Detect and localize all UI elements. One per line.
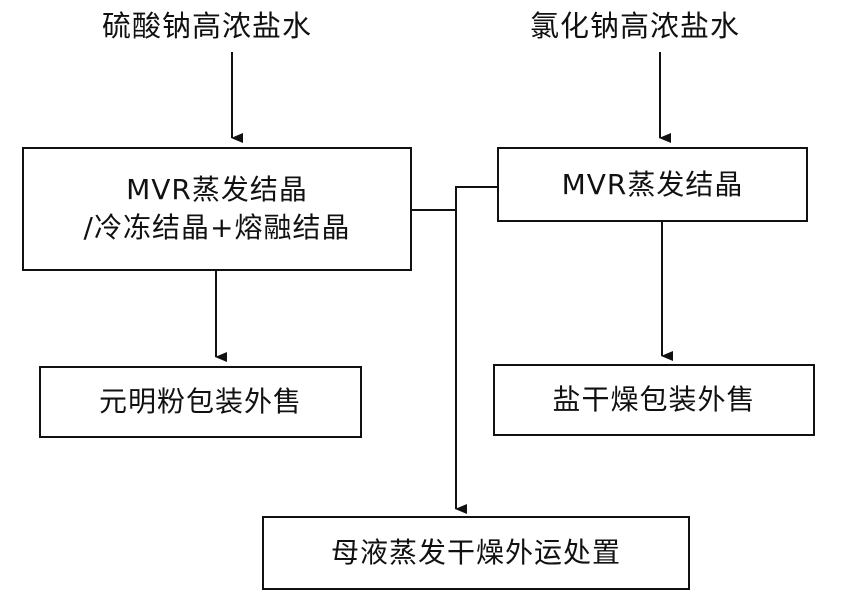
left-product-box: 元明粉包装外售 xyxy=(39,366,362,438)
right-product-box: 盐干燥包装外售 xyxy=(493,364,815,436)
left-process-box: MVR蒸发结晶 /冷冻结晶+熔融结晶 xyxy=(22,147,412,271)
right-process-box: MVR蒸发结晶 xyxy=(497,147,808,222)
left-process-line1: MVR蒸发结晶 xyxy=(126,173,308,207)
line-right-mother-liquor xyxy=(455,186,498,196)
left-process-line2: /冷冻结晶+熔融结晶 xyxy=(83,211,351,244)
right-process-line1: MVR蒸发结晶 xyxy=(561,167,744,201)
mother-liquor-box: 母液蒸发干燥外运处置 xyxy=(262,516,690,590)
right-input-label: 氯化钠高浓盐水 xyxy=(530,9,741,43)
left-input-label: 硫酸钠高浓盐水 xyxy=(102,9,313,43)
